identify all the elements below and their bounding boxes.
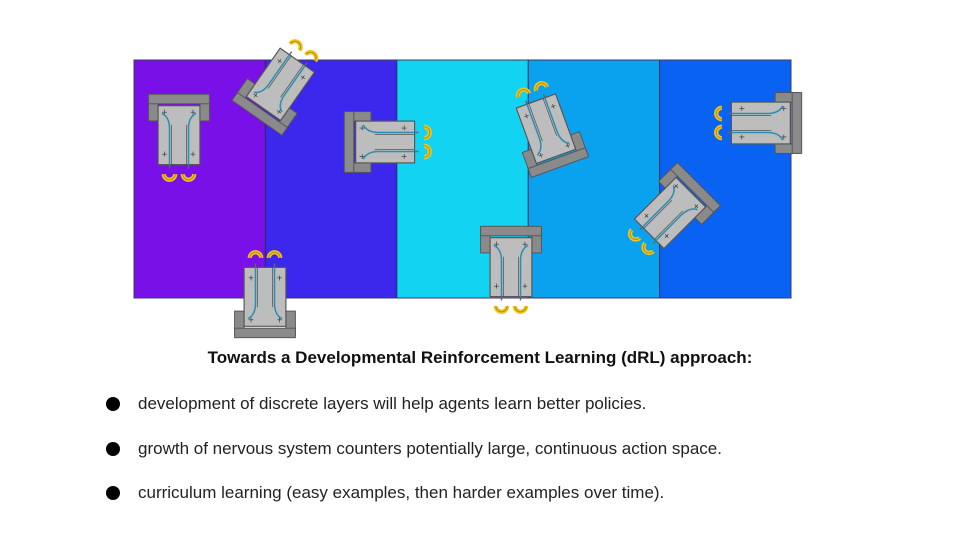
bullet-item: development of discrete layers will help… xyxy=(106,392,722,437)
bullet-text: curriculum learning (easy examples, then… xyxy=(138,483,665,502)
bullet-item: growth of nervous system counters potent… xyxy=(106,437,722,482)
band-layer-5 xyxy=(659,60,792,298)
bullet-text: growth of nervous system counters potent… xyxy=(138,438,722,458)
bullet-item: curriculum learning (easy examples, then… xyxy=(106,481,722,526)
robot-layers-illustration: + + + + xyxy=(133,0,960,340)
bullet-dot xyxy=(106,441,120,456)
heading: Towards a Developmental Reinforcement Le… xyxy=(207,348,753,367)
bullet-list: development of discrete layers will help… xyxy=(106,392,722,526)
robot-6 xyxy=(481,226,542,311)
band-layer-4 xyxy=(528,60,661,298)
bullet-text: development of discrete layers will help… xyxy=(138,394,647,413)
bullet-dot xyxy=(106,397,120,411)
bullet-dot xyxy=(106,486,120,500)
